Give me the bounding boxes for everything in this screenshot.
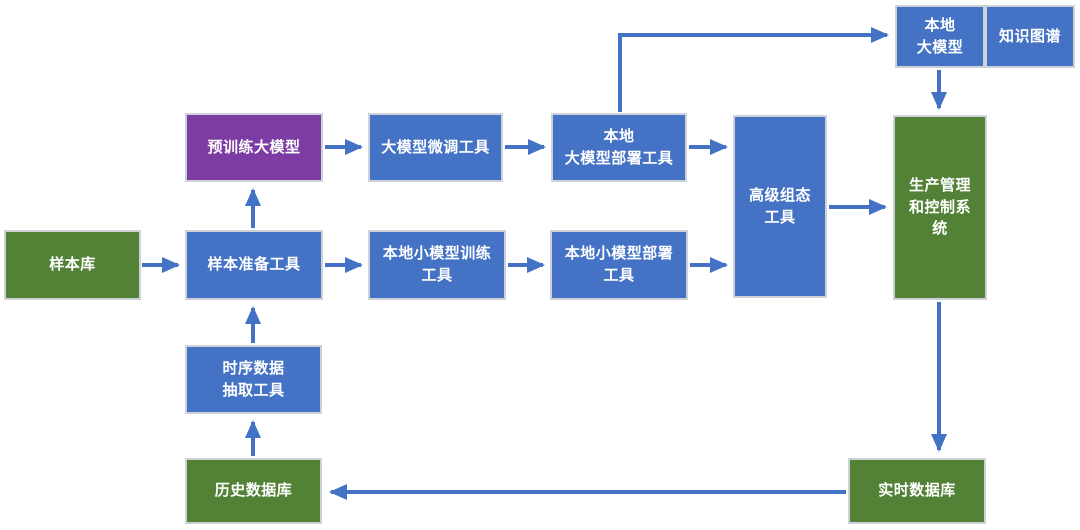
node-local-large-model-deploy-tool-label: 本地 大模型部署工具 [564,126,674,167]
node-local-large-model-deploy-tool: 本地 大模型部署工具 [551,113,687,182]
node-large-model-finetune-tool: 大模型微调工具 [368,113,503,182]
node-production-mgmt-control-system: 生产管理 和控制系 统 [893,115,987,300]
node-local-large-model: 本地 大模型 [895,5,985,68]
node-sample-prep-tool-label: 样本准备工具 [207,255,301,274]
node-production-mgmt-control-system-label: 生产管理 和控制系 统 [908,175,971,238]
node-knowledge-graph-label: 知识图谱 [998,26,1061,45]
node-local-small-model-deploy-tool: 本地小模型部署 工具 [550,230,688,300]
node-knowledge-graph: 知识图谱 [985,5,1075,68]
node-sample-library-label: 样本库 [49,255,96,274]
node-timeseries-extract-tool-label: 时序数据 抽取工具 [222,358,285,399]
node-realtime-database: 实时数据库 [848,458,986,524]
node-local-small-model-deploy-tool-label: 本地小模型部署 工具 [564,244,674,284]
node-sample-library: 样本库 [4,230,141,300]
node-advanced-config-tool: 高级组态 工具 [733,115,827,298]
node-local-small-model-train-tool: 本地小模型训练 工具 [368,230,506,300]
node-sample-prep-tool: 样本准备工具 [185,230,323,300]
node-advanced-config-tool-label: 高级组态 工具 [748,185,811,226]
node-local-small-model-train-tool-label: 本地小模型训练 工具 [382,244,492,284]
edge-large-deploy-to-local-large-model-arrow [618,27,889,112]
node-large-model-finetune-tool-label: 大模型微调工具 [381,137,490,156]
node-history-database: 历史数据库 [185,458,322,524]
node-pretrained-large-model: 预训练大模型 [185,113,323,182]
node-local-large-model-label: 本地 大模型 [916,15,964,56]
node-realtime-database-label: 实时数据库 [878,481,956,500]
node-pretrained-large-model-label: 预训练大模型 [207,137,301,156]
node-timeseries-extract-tool: 时序数据 抽取工具 [185,345,322,414]
node-history-database-label: 历史数据库 [214,481,293,500]
